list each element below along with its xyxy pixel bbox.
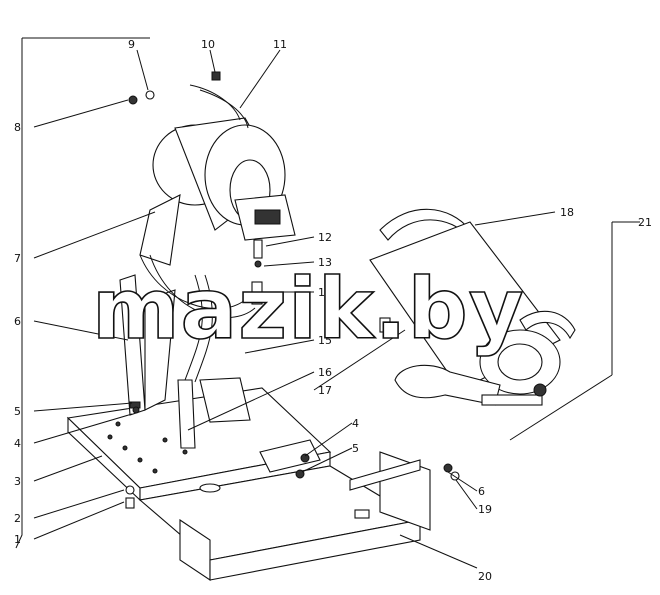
callout-16: 16 bbox=[318, 366, 332, 379]
callout-8: 8 bbox=[14, 121, 21, 134]
callout-12: 12 bbox=[318, 231, 332, 244]
callout-21: 21 bbox=[638, 216, 652, 229]
callout-3: 3 bbox=[14, 475, 21, 488]
callouts: 1 2 3 4 5 6 7 8 9 10 11 12 13 14 15 16 1… bbox=[14, 38, 652, 583]
callout-19: 19 bbox=[478, 503, 492, 516]
callout-4-right: 4 bbox=[352, 417, 359, 430]
watermark-logo: mazik.by bbox=[92, 260, 525, 358]
assembly-frame bbox=[15, 37, 640, 549]
callout-10: 10 bbox=[201, 38, 215, 51]
callout-5: 5 bbox=[14, 405, 21, 418]
air-cleaner-assembly bbox=[139, 84, 296, 266]
air-cleaner-support bbox=[119, 274, 176, 416]
callout-17: 17 bbox=[318, 384, 332, 397]
callout-11: 11 bbox=[273, 38, 287, 51]
callout-6-right: 6 bbox=[478, 485, 485, 498]
callout-14: 14 bbox=[318, 286, 332, 299]
muffler-assembly bbox=[369, 208, 576, 406]
callout-13: 13 bbox=[318, 256, 332, 269]
callout-4: 4 bbox=[14, 437, 21, 450]
callout-7: 7 bbox=[14, 252, 21, 265]
callout-2: 2 bbox=[14, 512, 21, 525]
leader-lines bbox=[33, 49, 556, 569]
callout-15: 15 bbox=[318, 334, 332, 347]
base-frame bbox=[66, 377, 431, 582]
callout-5-right: 5 bbox=[352, 442, 359, 455]
callout-1: 1 bbox=[14, 533, 21, 546]
callout-6: 6 bbox=[14, 315, 21, 328]
callout-18: 18 bbox=[560, 206, 574, 219]
callout-9: 9 bbox=[128, 38, 135, 51]
callout-20: 20 bbox=[478, 570, 492, 583]
intake-pipe bbox=[139, 239, 263, 449]
